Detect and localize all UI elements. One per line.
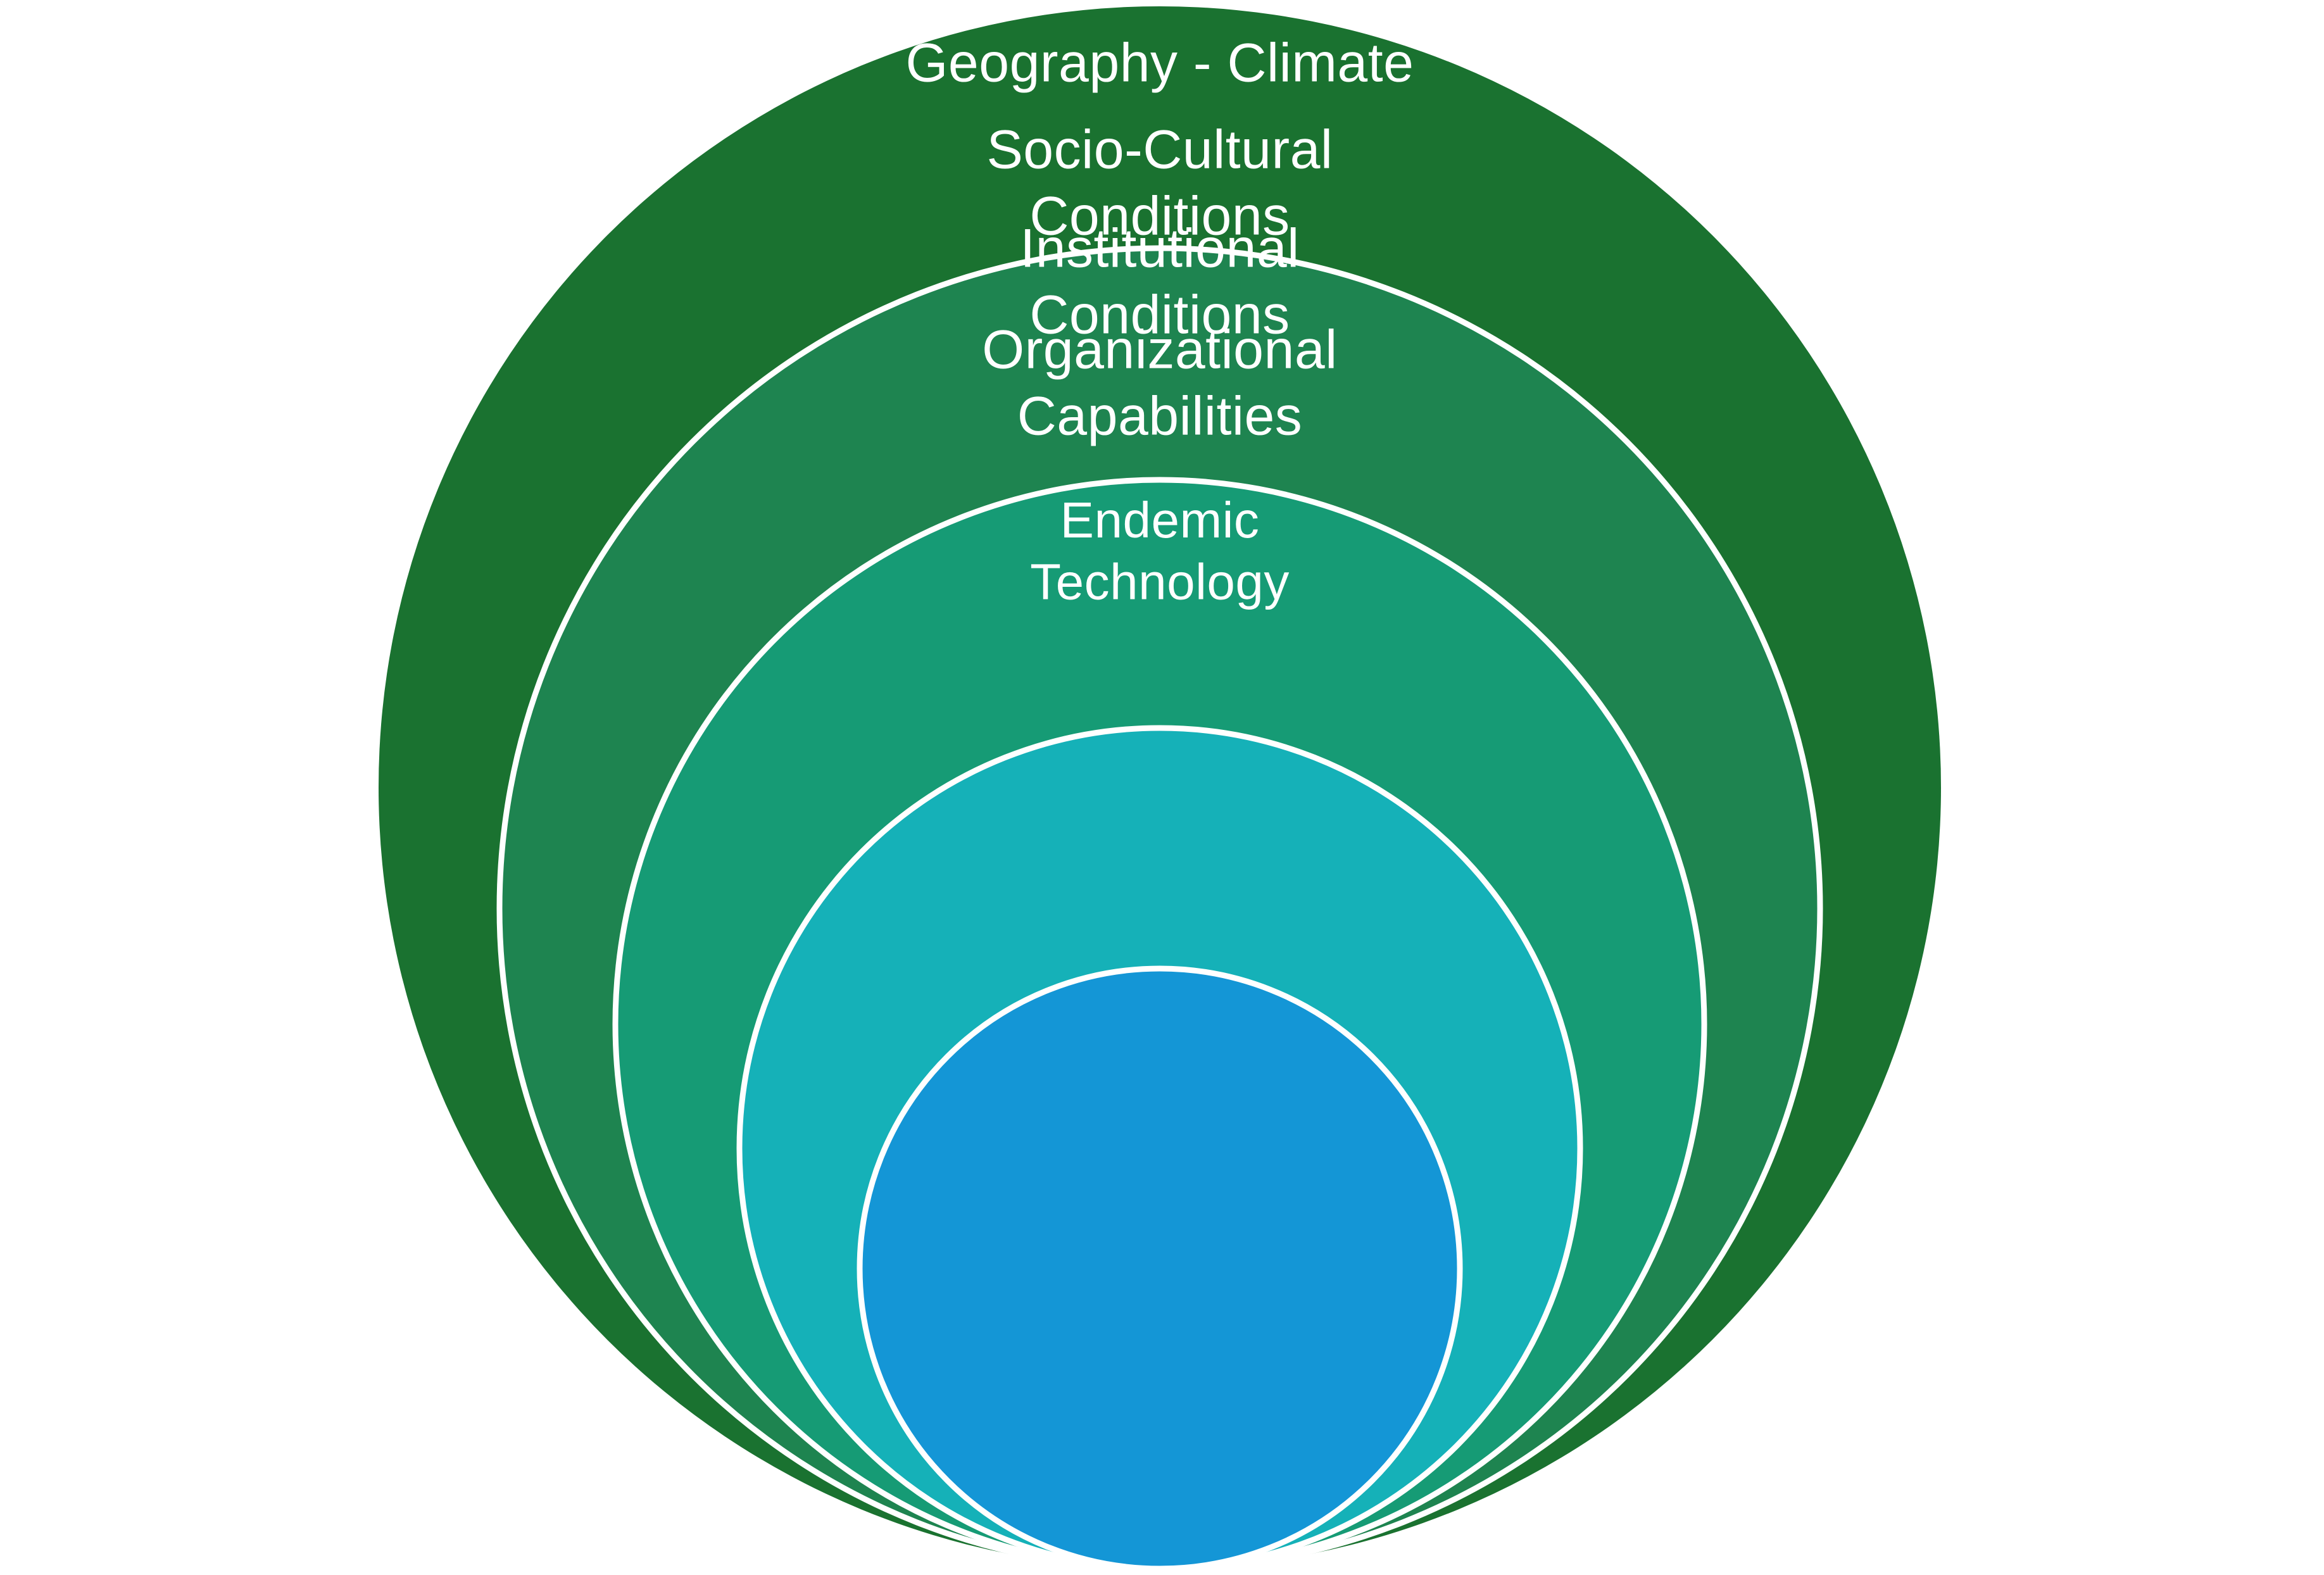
label-organizational-line-1: Organizational	[982, 320, 1338, 380]
label-socio-cultural-line-2: Conditions	[1029, 186, 1290, 247]
label-institutional-line-1: Institutional	[1020, 218, 1300, 279]
label-endemic-technology-line-2: Technology	[1030, 554, 1290, 610]
label-geography-climate: Geography - Climate	[906, 33, 1414, 94]
layer-endemic-technology[interactable]: Endemic Technology	[857, 492, 1463, 1572]
label-institutional-line-2: Conditions	[1029, 285, 1290, 346]
circle-endemic-technology[interactable]	[857, 965, 1463, 1572]
label-organizational-line-2: Capabilities	[1017, 386, 1303, 447]
label-endemic-technology-line-1: Endemic	[1060, 492, 1260, 548]
label-socio-cultural-line-1: Socio-Cultural	[986, 120, 1333, 180]
